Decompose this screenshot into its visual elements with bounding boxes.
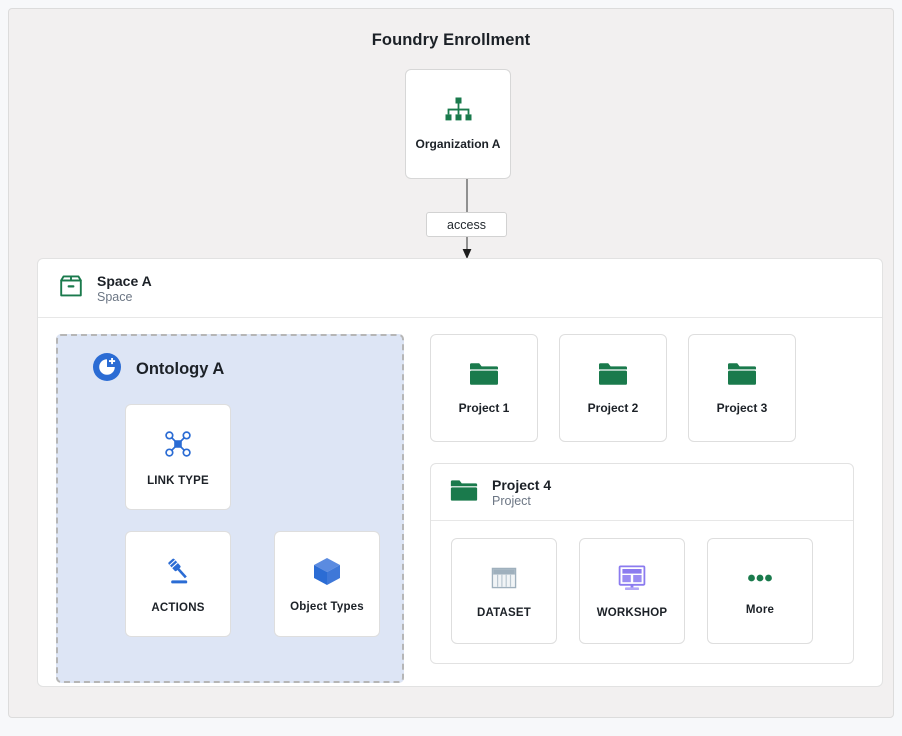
project-item-workshop[interactable]: WORKSHOP [579, 538, 685, 644]
project-item-label: DATASET [477, 607, 531, 619]
page-title: Foundry Enrollment [371, 31, 531, 49]
ontology-item-object-types[interactable]: Object Types [274, 531, 380, 637]
folder-icon [726, 361, 758, 392]
space-card-header: Space A Space [38, 259, 882, 318]
project-tile-label: Project 2 [587, 401, 639, 415]
project-tile-1[interactable]: Project 1 [430, 334, 538, 442]
organization-node[interactable]: Organization A [405, 69, 511, 179]
ontology-item-label: ACTIONS [151, 602, 205, 614]
space-title: Space A [97, 273, 152, 289]
ontology-item-actions[interactable]: ACTIONS [125, 531, 231, 637]
project-item-dataset[interactable]: DATASET [451, 538, 557, 644]
folder-icon [449, 478, 479, 508]
organization-hierarchy-icon [443, 97, 473, 130]
ontology-items-grid: LINK TYPE [76, 404, 384, 637]
space-card: Space A Space [37, 258, 883, 687]
organization-label: Organization A [415, 137, 501, 151]
project-tile-label: Project 1 [458, 401, 510, 415]
ontology-header: Ontology A [76, 352, 384, 387]
edge-label-access: access [426, 212, 507, 237]
projects-row: Project 1 Project 2 [430, 334, 854, 442]
project-item-more[interactable]: More [707, 538, 813, 644]
dataset-table-icon [489, 563, 519, 598]
projects-column: Project 1 Project 2 [430, 334, 854, 683]
folder-icon [468, 361, 500, 392]
more-dots-icon [744, 566, 776, 595]
project-title: Project 4 [492, 477, 552, 493]
project-detail-card: Project 4 Project [430, 463, 854, 664]
link-type-icon [161, 427, 195, 466]
project-tile-3[interactable]: Project 3 [688, 334, 796, 442]
foundry-enrollment-container: Foundry Enrollment Organization A [8, 8, 894, 718]
ontology-item-label: Object Types [290, 601, 364, 613]
space-box-icon [58, 273, 84, 304]
ontology-item-link-type[interactable]: LINK TYPE [125, 404, 231, 510]
project-item-label: WORKSHOP [596, 607, 668, 619]
ontology-icon [92, 352, 122, 387]
ontology-region: Ontology A [56, 334, 404, 683]
ontology-title: Ontology A [136, 360, 225, 378]
project-item-label: More [745, 604, 775, 616]
folder-icon [597, 361, 629, 392]
project-card-header: Project 4 Project [431, 464, 853, 521]
project-tile-label: Project 3 [716, 401, 768, 415]
project-subtitle: Project [492, 494, 531, 508]
ontology-grid-spacer [274, 404, 380, 510]
project-tile-2[interactable]: Project 2 [559, 334, 667, 442]
workshop-monitor-icon [616, 563, 648, 598]
space-body: Ontology A [38, 318, 882, 701]
space-subtitle: Space [97, 290, 133, 304]
project-items-row: DATASET [431, 521, 853, 663]
actions-gavel-icon [161, 554, 195, 593]
ontology-item-label: LINK TYPE [147, 475, 209, 487]
object-types-cube-icon [312, 555, 342, 592]
